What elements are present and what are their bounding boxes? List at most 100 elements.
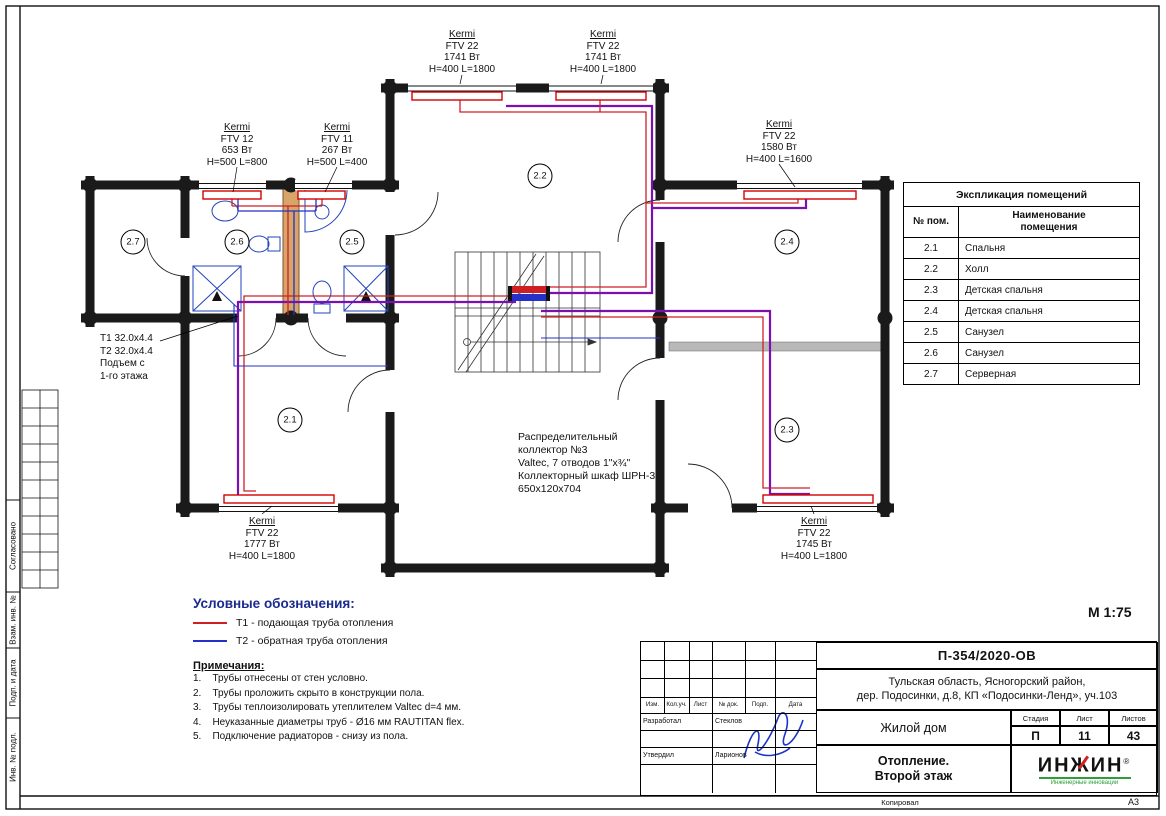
- developed-label: Разработал: [643, 718, 682, 725]
- title-block: Изм. Кол.уч. Лист № док. Подп. Дата Разр…: [640, 641, 1158, 796]
- company-logo: ИНЖИН® Инженерные инновации: [1011, 745, 1158, 793]
- approved-label: Утвердил: [643, 752, 674, 759]
- grid-line: [712, 642, 713, 793]
- room-name: Холл: [958, 258, 1140, 280]
- sheets-total: 43: [1109, 726, 1158, 745]
- room-name: Детская спальня: [958, 279, 1140, 301]
- room-number: 2.3: [774, 417, 800, 443]
- room-name: Спальня: [958, 237, 1140, 259]
- room-number: 2.7: [120, 229, 146, 255]
- wall-openings: [179, 82, 877, 514]
- sheets-label: Листов: [1109, 710, 1158, 726]
- room-num: 2.2: [903, 258, 959, 280]
- sheet-label: Лист: [1060, 710, 1109, 726]
- grid-line: [641, 660, 816, 661]
- radiators: [202, 91, 874, 504]
- heating-pipes: [231, 100, 810, 499]
- grid-line: [775, 642, 776, 793]
- stamp-podp-data: Подп. и дата: [8, 659, 18, 707]
- grid-line: [745, 642, 746, 713]
- leader-lines: [159, 74, 815, 515]
- radiator-label: Kermi FTV 12 653 Вт H=500 L=800: [206, 122, 268, 168]
- grid-line: [641, 764, 816, 765]
- col-podp: Подп.: [751, 701, 769, 708]
- supply-pipe-swatch: [193, 622, 227, 624]
- developed-name: Стеклов: [715, 718, 742, 725]
- grid-line: [689, 642, 690, 713]
- col-izm: Изм.: [645, 701, 660, 708]
- logo-subtitle: Инженерные инновации: [1050, 780, 1119, 787]
- sheet-frame: [5, 5, 1160, 810]
- legend-item-return: Т2 - обратная труба отопления: [193, 635, 393, 647]
- col-ndok: № док.: [718, 701, 739, 708]
- stamp-soglasovano: Согласовано: [8, 521, 18, 571]
- grid-line: [664, 642, 665, 713]
- radiator-label: Kermi FTV 22 1745 Вт H=400 L=1800: [780, 516, 848, 562]
- room-num: 2.5: [903, 321, 959, 343]
- legend: Условные обозначения: Т1 - подающая труб…: [193, 596, 393, 647]
- project-address: Тульская область, Ясногорский район, дер…: [816, 669, 1158, 710]
- room-num: 2.4: [903, 300, 959, 322]
- logo-text-row: ИНЖИН®: [1038, 752, 1132, 775]
- col-list: Лист: [693, 701, 708, 708]
- radiator-label: Kermi FTV 11 267 Вт H=500 L=400: [306, 122, 368, 168]
- note-item: 3. Трубы теплоизолировать утеплителем Va…: [193, 702, 461, 713]
- note-item: 1. Трубы отнесены от стен условно.: [193, 673, 368, 684]
- grid-line: [641, 678, 816, 679]
- bathroom-fixtures: [192, 189, 389, 314]
- scale-label: М 1:75: [1088, 604, 1132, 620]
- radiator-label: Kermi FTV 22 1777 Вт H=400 L=1800: [228, 516, 296, 562]
- notes-title: Примечания:: [193, 660, 265, 672]
- sheet-number: 11: [1060, 726, 1109, 745]
- explication-title: Экспликация помещений: [903, 182, 1140, 207]
- note-item: 2. Трубы проложить скрыто в конструкции …: [193, 687, 425, 699]
- partition-wall: [668, 341, 882, 352]
- approved-name: Ларионов: [715, 752, 747, 759]
- room-name: Санузел: [958, 321, 1140, 343]
- radiator-label: Kermi FTV 22 1580 Вт H=400 L=1600: [745, 119, 813, 165]
- legend-item-supply: Т1 - подающая труба отопления: [193, 617, 393, 629]
- riser-annotation: Т1 32.0х4.4 Т2 32.0х4.4 Подъем с 1-го эт…: [100, 333, 153, 382]
- legend-title: Условные обозначения:: [193, 596, 355, 611]
- room-num: 2.1: [903, 237, 959, 259]
- stage-label: Стадия: [1011, 710, 1060, 726]
- grid-line: [641, 730, 816, 731]
- drawing-title: Отопление. Второй этаж: [816, 745, 1011, 793]
- windows: [199, 85, 877, 512]
- room-number: 2.6: [224, 229, 250, 255]
- side-stamp-grid: [21, 389, 59, 589]
- room-name: Детская спальня: [958, 300, 1140, 322]
- col-data: Дата: [788, 701, 803, 708]
- grid-line: [641, 747, 816, 748]
- notes: Примечания: 1. Трубы отнесены от стен ус…: [193, 660, 464, 745]
- signature-scribble: [743, 712, 804, 759]
- room-number: 2.5: [339, 229, 365, 255]
- collector-annotation: Распределительный коллектор №3 Valtec, 7…: [518, 431, 656, 495]
- room-name: Серверная: [958, 363, 1140, 385]
- return-pipe-swatch: [193, 640, 227, 642]
- stamp-inv-podl: Инв. № подл.: [8, 732, 18, 782]
- room-num: 2.6: [903, 342, 959, 364]
- explication-col-num: № пом.: [903, 206, 959, 238]
- logo-underline: [1038, 777, 1131, 780]
- object-name: Жилой дом: [816, 710, 1011, 745]
- room-num: 2.3: [903, 279, 959, 301]
- note-item: 5. Подключение радиаторов - снизу из пол…: [193, 731, 409, 742]
- room-number: 2.1: [277, 407, 303, 433]
- room-number: 2.2: [527, 163, 553, 189]
- radiator-label: Kermi FTV 22 1741 Вт H=400 L=1800: [569, 29, 637, 75]
- format-label: А3: [1128, 797, 1140, 807]
- stage-value: П: [1011, 726, 1060, 745]
- log-ends: [82, 80, 893, 576]
- collector: [508, 286, 550, 301]
- room-number: 2.4: [774, 229, 800, 255]
- room-num: 2.7: [903, 363, 959, 385]
- stamp-vzam-inv: Взам. инв. №: [8, 595, 18, 645]
- document-number: П-354/2020-ОВ: [816, 642, 1158, 669]
- grid-line: [641, 697, 816, 698]
- copied-label: Копировал: [881, 798, 919, 807]
- grid-line: [641, 713, 816, 714]
- registered-mark: ®: [1123, 756, 1132, 766]
